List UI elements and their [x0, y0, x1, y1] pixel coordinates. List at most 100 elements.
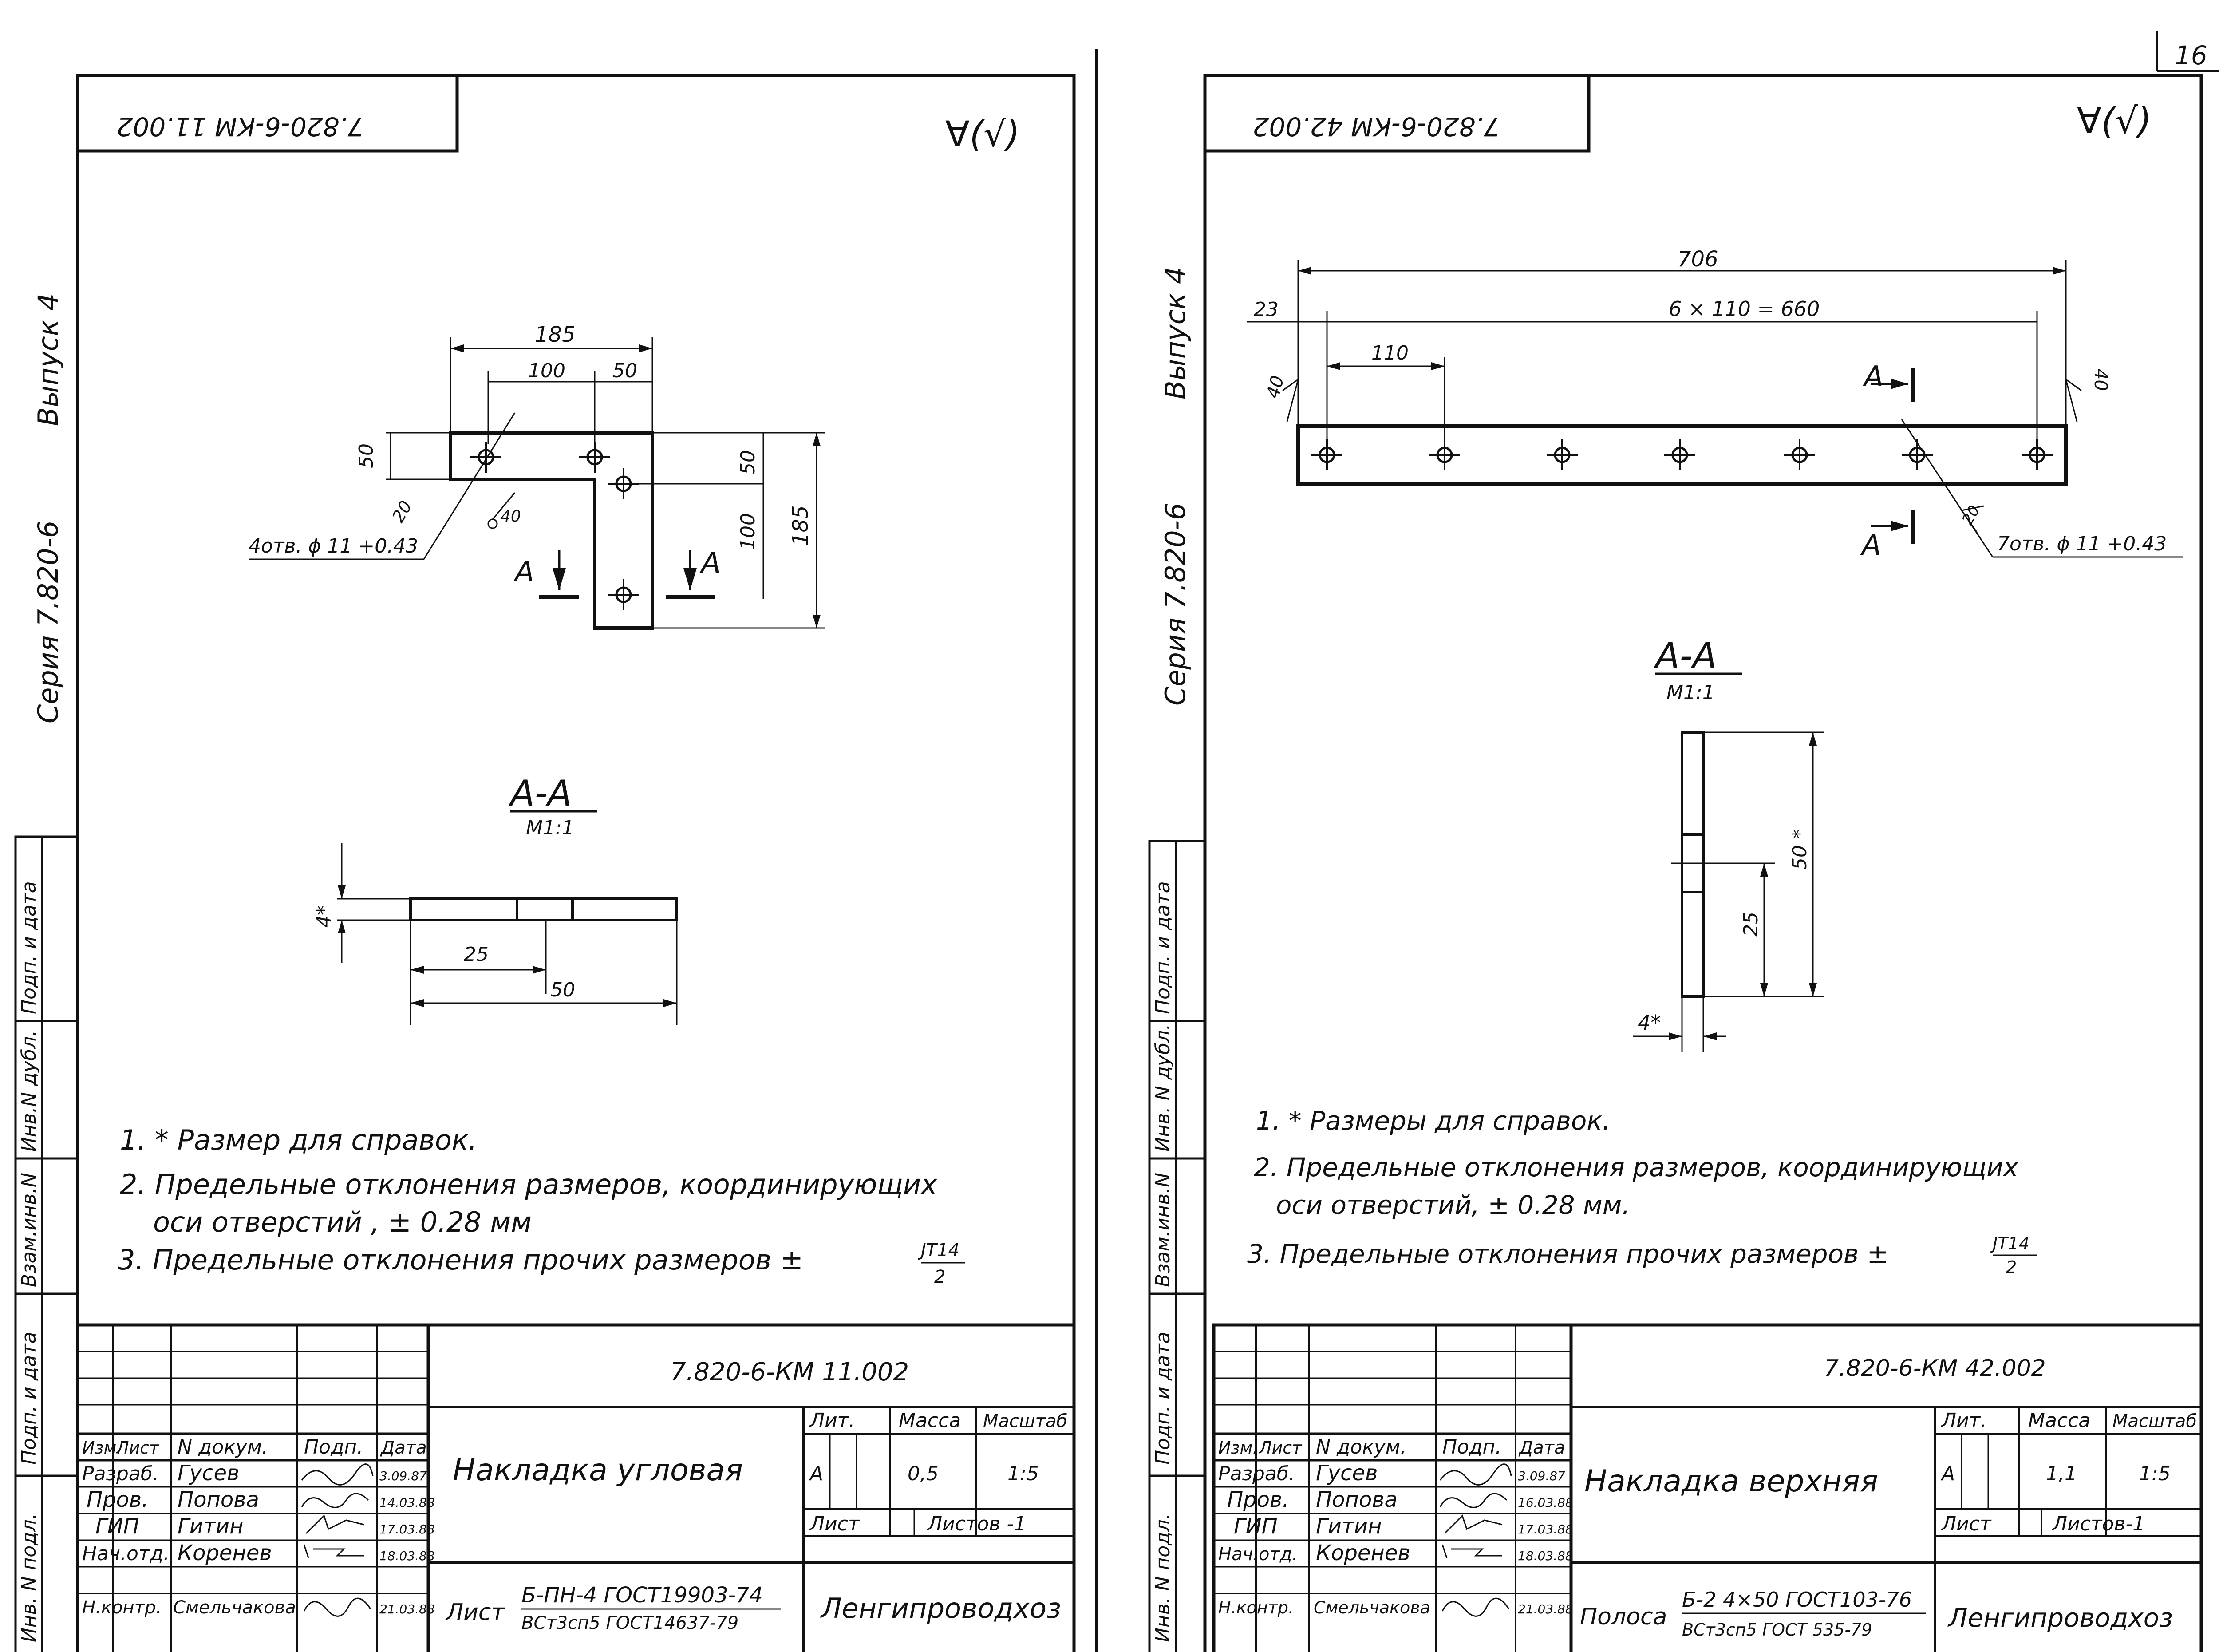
left-it-den: 2: [934, 1267, 945, 1287]
left-lit-header: Лит.: [809, 1409, 855, 1432]
right-margin-stamp: Инв. N подл. Подп. и дата Взам.инв.N Инв…: [1148, 840, 1206, 1652]
left-note-2: 2. Предельные отклонения размеров, коорд…: [120, 1168, 938, 1201]
right-note-2b: оси отверстий, ± 0.28 мм.: [1276, 1190, 1630, 1220]
left-section-50: 50: [550, 979, 575, 1001]
right-scale-header: Масштаб: [2112, 1411, 2197, 1431]
left-material-top: Б-ПН-4 ГОСТ19903-74: [521, 1583, 763, 1608]
left-col-list: Лист: [115, 1438, 160, 1458]
left-sheets-label: Листов -1: [927, 1513, 1026, 1535]
right-row-role: Разраб.: [1218, 1462, 1295, 1485]
right-side-series: Серия 7.820-6: [1159, 503, 1192, 706]
right-row-name: Смельчакова: [1314, 1598, 1430, 1617]
left-scale-header: Масштаб: [983, 1411, 1067, 1431]
left-col-doc: N докум.: [178, 1436, 268, 1458]
left-dim-20: 20: [388, 498, 416, 526]
signature-mark: [1441, 1597, 1510, 1617]
hole-mark: [470, 442, 501, 473]
right-margin-5: Подп. и дата: [1152, 881, 1174, 1014]
signature-mark: [305, 1514, 364, 1534]
right-margin-2: Подп. и дата: [1152, 1332, 1174, 1465]
right-row-date: 3.09.87: [1518, 1469, 1565, 1483]
left-row-name: Смельчакова: [173, 1597, 296, 1618]
right-note-1: 1. * Размеры для справок.: [1256, 1106, 1611, 1136]
right-col-sign: Подп.: [1442, 1436, 1501, 1458]
left-side-series: Серия 7.820-6: [32, 521, 64, 723]
hole-mark: [1429, 439, 1460, 470]
right-side-issue: Выпуск 4: [1159, 267, 1192, 399]
signature-mark: [301, 1493, 369, 1508]
right-section-thick: 4*: [1638, 1011, 1661, 1035]
right-row-date: 17.03.88: [1518, 1522, 1573, 1537]
right-note-2: 2. Предельные отклонения размеров, коорд…: [1254, 1152, 2019, 1182]
right-dim-706: 706: [1678, 247, 1718, 272]
left-margin-stamp: Инв. N подл. Подп. и дата Взам.инв.N Инв…: [14, 835, 79, 1652]
left-dim-100: 100: [528, 360, 565, 382]
right-row-role: Н.контр.: [1218, 1598, 1294, 1617]
left-note-1: 1. * Размер для справок.: [120, 1124, 477, 1156]
left-notes: 1. * Размер для справок. 2. Предельные о…: [118, 1124, 965, 1287]
left-dim-40: 40: [501, 507, 521, 526]
right-dim-40-left: 40: [1263, 374, 1288, 401]
left-margin-4: Инв.N дубл.: [18, 1030, 40, 1152]
right-sheets-label: Листов-1: [2052, 1513, 2145, 1535]
right-section-scale: М1:1: [1666, 681, 1715, 704]
right-holes-note: 7отв. ϕ 11 +0.43: [1997, 533, 2167, 555]
left-dim-185-right: 185: [788, 505, 813, 546]
right-surface-mark: ∀(√): [2077, 100, 2152, 142]
right-row-name: Коренев: [1316, 1541, 1410, 1565]
right-row-role: Пров.: [1227, 1487, 1289, 1512]
right-plate-drawing: 706 6 × 110 = 660 23 110 40 40 А А 7отв.…: [1247, 247, 2183, 562]
right-row-date: 21.03.88: [1518, 1602, 1573, 1616]
right-col-list: Лист: [1258, 1438, 1303, 1458]
left-title-code: 7.820-6-КМ 11.002: [670, 1358, 909, 1387]
left-material-bottom: ВСт3сп5 ГОСТ14637-79: [521, 1613, 738, 1633]
left-mass-header: Масса: [899, 1409, 961, 1432]
right-section-25: 25: [1740, 912, 1762, 937]
left-section-title: А-А: [508, 773, 572, 814]
left-col-sign: Подп.: [304, 1436, 363, 1458]
left-row-name: Попова: [178, 1487, 259, 1512]
signature-mark: [301, 1463, 374, 1486]
signature-mark: [303, 1597, 371, 1617]
right-row-name: Попова: [1316, 1487, 1398, 1512]
hole-mark: [1664, 439, 1695, 470]
right-row-name: Гитин: [1316, 1514, 1382, 1539]
signature-mark: [1441, 1544, 1502, 1558]
left-row-name: Коренев: [178, 1541, 272, 1565]
right-stamp-code: 7.820-6-КМ 42.002: [1253, 111, 1500, 142]
left-title-name: Накладка угловая: [453, 1453, 743, 1488]
right-it-den: 2: [2006, 1257, 2017, 1277]
hole-mark: [1902, 439, 1933, 470]
left-row-role: Пров.: [87, 1487, 148, 1512]
hole-mark: [1547, 439, 1578, 470]
right-row-name: Гусев: [1316, 1461, 1378, 1486]
left-margin-3: Взам.инв.N: [18, 1173, 40, 1287]
right-col-doc: N докум.: [1316, 1436, 1406, 1458]
right-dim-40-right: 40: [2090, 368, 2111, 391]
left-title-block: 7.820-6-КМ 11.002 Накладка угловая Лит. …: [76, 1323, 1076, 1652]
hole-mark: [1311, 439, 1342, 470]
left-sheet-label: Лист: [809, 1513, 860, 1535]
left-dim-50-left: 50: [355, 443, 378, 468]
left-row-date: 3.09.87: [379, 1469, 427, 1483]
right-dim-110: 110: [1371, 342, 1409, 364]
right-org: Ленгипроводхоз: [1947, 1603, 2173, 1633]
right-scale: 1:5: [2139, 1462, 2171, 1485]
left-dim-185-top: 185: [535, 322, 576, 347]
left-row-date: 14.03.88: [379, 1495, 435, 1510]
left-section-marker-2: А: [699, 547, 721, 580]
left-lit: А: [809, 1462, 823, 1485]
right-material-prefix: Полоса: [1580, 1604, 1667, 1630]
left-row-date: 18.03.88: [379, 1549, 435, 1563]
hole-mark: [1784, 439, 1815, 470]
left-note-3: 3. Предельные отклонения прочих размеров…: [118, 1244, 803, 1276]
right-margin-3: Взам.инв.N: [1152, 1173, 1174, 1287]
hole-mark: [2022, 439, 2053, 470]
left-dim-50-right: 50: [737, 450, 759, 475]
right-row-role: ГИП: [1234, 1514, 1278, 1539]
left-section-marker-1: А: [513, 556, 534, 589]
right-sheet: 7.820-6-КМ 42.002 ∀(√) Выпуск 4 Серия 7.…: [1148, 74, 2203, 1652]
right-lit: А: [1940, 1462, 1955, 1485]
left-col-date: Дата: [380, 1438, 427, 1458]
